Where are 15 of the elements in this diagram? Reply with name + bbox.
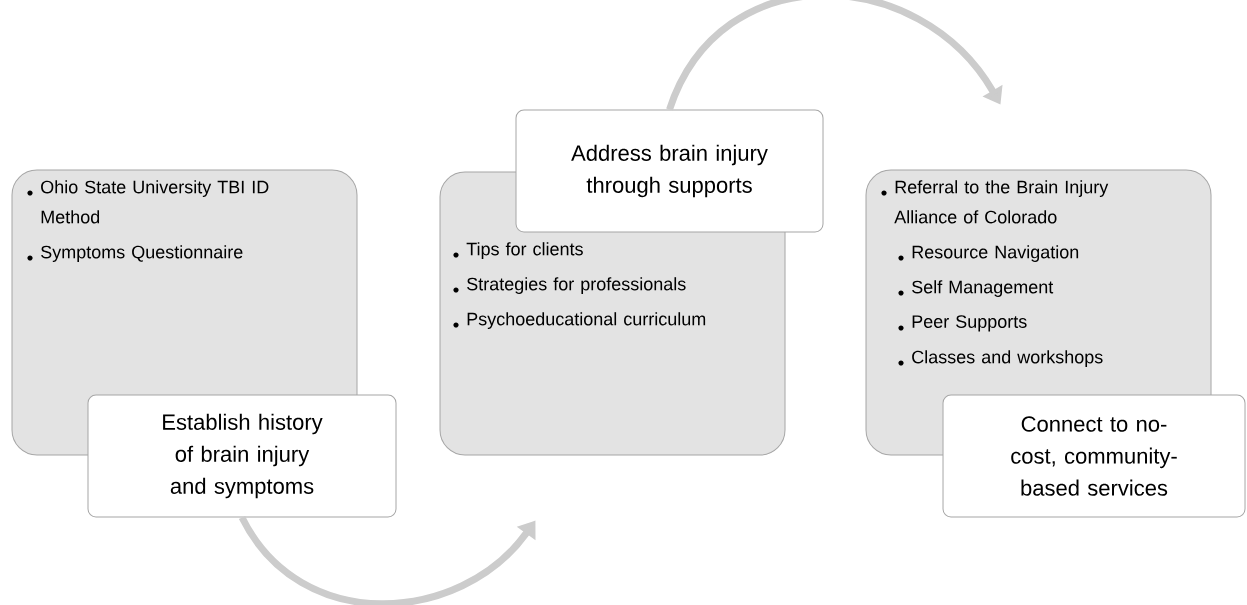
bullet-item: Tips for clients: [466, 242, 583, 259]
bullet-item: Resource Navigation: [912, 245, 1079, 262]
bullet-item: Psychoeducational curriculum: [467, 312, 706, 329]
step-box: Connect to no-cost, community-based services: [942, 394, 1246, 518]
curved-arrow: [666, 0, 1003, 111]
bullet-item: Strategies for professionals: [467, 277, 686, 294]
bullet-item: Ohio State University TBI ID Method: [41, 180, 269, 224]
curved-arrow: [239, 515, 536, 605]
step-box: Address brain injury through supports: [515, 109, 824, 233]
bullet-item: Referral to the Brain Injury Alliance of Colorado: [894, 180, 1109, 224]
step-box: Establish history of brain injury and symptoms: [87, 394, 397, 518]
bullet-item: Self Management: [912, 280, 1054, 297]
bullet-item: Peer Supports: [912, 315, 1027, 332]
bullet-item: Symptoms Questionnaire: [41, 245, 243, 262]
bullet-item: Classes and workshops: [912, 350, 1103, 367]
